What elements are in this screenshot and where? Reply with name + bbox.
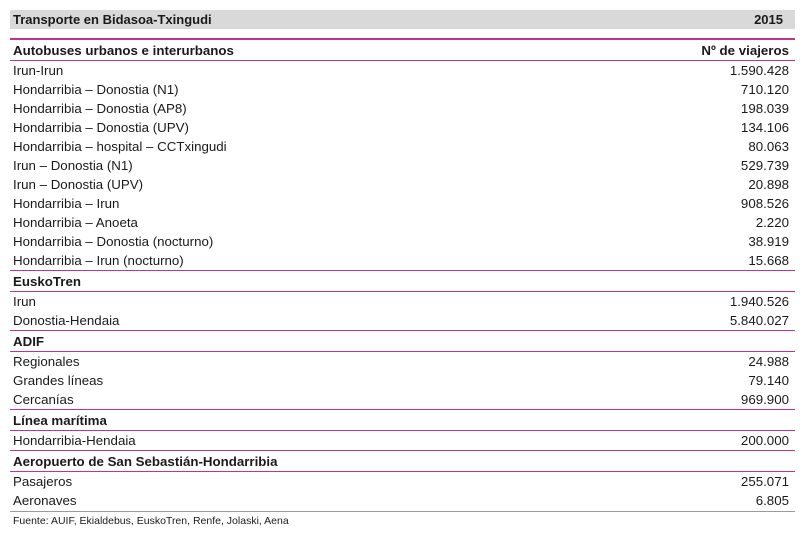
transport-table: Transporte en Bidasoa-Txingudi 2015 Auto…: [10, 10, 795, 527]
section-end-rule: [10, 409, 795, 410]
section-header: Autobuses urbanos e interurbanos Nº de vi…: [10, 40, 795, 60]
row-value: 1.940.526: [729, 294, 789, 309]
row-label: Irun: [13, 294, 36, 309]
row-value: 2.220: [755, 215, 789, 230]
row-value: 15.668: [748, 253, 789, 268]
row-value: 24.988: [748, 354, 789, 369]
row-value: 198.039: [740, 101, 789, 116]
table-row: Hondarribia – Irun 908.526: [10, 194, 795, 213]
table-row: Hondarribia – Irun (nocturno) 15.668: [10, 251, 795, 270]
row-value: 200.000: [740, 433, 789, 448]
row-value: 80.063: [748, 139, 789, 154]
source-note: Fuente: AUIF, Ekialdebus, EuskoTren, Ren…: [13, 515, 289, 527]
footer-rule: [10, 511, 795, 512]
table-row: Cercanías 969.900: [10, 390, 795, 409]
section-rule: [10, 60, 795, 61]
section-end-rule: [10, 450, 795, 451]
table-row: Irun 1.940.526: [10, 292, 795, 311]
table-row: Grandes líneas 79.140: [10, 371, 795, 390]
table-row: Hondarribia-Hendaia 200.000: [10, 431, 795, 450]
row-value: 908.526: [740, 196, 789, 211]
section-name: ADIF: [13, 333, 45, 349]
row-label: Aeronaves: [13, 493, 77, 508]
section-header: EuskoTren: [10, 271, 795, 291]
row-label: Hondarribia – Irun: [13, 196, 120, 211]
section-header: Línea marítima: [10, 410, 795, 430]
table-title: Transporte en Bidasoa-Txingudi: [13, 12, 212, 27]
row-value: 20.898: [748, 177, 789, 192]
table-row: Hondarribia – hospital – CCTxingudi 80.06…: [10, 137, 795, 156]
row-label: Hondarribia – Irun (nocturno): [13, 253, 184, 268]
table-title-bar: Transporte en Bidasoa-Txingudi 2015: [10, 10, 795, 29]
section-rule: [10, 430, 795, 431]
row-value: 529.739: [740, 158, 789, 173]
row-value: 38.919: [748, 234, 789, 249]
row-value: 1.590.428: [729, 63, 789, 78]
section-name: Autobuses urbanos e interurbanos: [13, 42, 234, 58]
section-name: Línea marítima: [13, 412, 107, 428]
row-label: Hondarribia – Donostia (N1): [13, 82, 179, 97]
row-label: Hondarribia – Donostia (UPV): [13, 120, 189, 135]
row-label: Cercanías: [13, 392, 74, 407]
table-row: Irun – Donostia (UPV) 20.898: [10, 175, 795, 194]
row-value: 134.106: [740, 120, 789, 135]
section-end-rule: [10, 330, 795, 331]
section-header: ADIF: [10, 331, 795, 351]
row-label: Hondarribia-Hendaia: [13, 433, 136, 448]
table-row: Donostia-Hendaia 5.840.027: [10, 311, 795, 330]
row-value: 6.805: [755, 493, 789, 508]
row-label: Irun – Donostia (UPV): [13, 177, 144, 192]
table-row: Regionales 24.988: [10, 352, 795, 371]
table-body: Autobuses urbanos e interurbanos Nº de vi…: [10, 40, 795, 510]
row-label: Donostia-Hendaia: [13, 313, 120, 328]
section-rule: [10, 471, 795, 472]
table-row: Hondarribia – Donostia (N1) 710.120: [10, 80, 795, 99]
table-row: Hondarribia – Donostia (AP8) 198.039: [10, 99, 795, 118]
table-row: Pasajeros 255.071: [10, 472, 795, 491]
table-row: Aeronaves 6.805: [10, 491, 795, 510]
row-value: 255.071: [740, 474, 789, 489]
table-row: Irun – Donostia (N1) 529.739: [10, 156, 795, 175]
row-label: Regionales: [13, 354, 80, 369]
section-name: EuskoTren: [13, 273, 81, 289]
row-value: 969.900: [740, 392, 789, 407]
row-label: Hondarribia – Anoeta: [13, 215, 138, 230]
section-header: Aeropuerto de San Sebastián-Hondarribia: [10, 451, 795, 471]
row-label: Hondarribia – Donostia (nocturno): [13, 234, 214, 249]
row-value: 5.840.027: [729, 313, 789, 328]
row-label: Irun – Donostia (N1): [13, 158, 133, 173]
table-row: Hondarribia – Donostia (nocturno) 38.919: [10, 232, 795, 251]
table-year: 2015: [754, 12, 783, 27]
section-rule: [10, 351, 795, 352]
table-row: Hondarribia – Anoeta 2.220: [10, 213, 795, 232]
row-value: 79.140: [748, 373, 789, 388]
row-value: 710.120: [740, 82, 789, 97]
row-label: Hondarribia – Donostia (AP8): [13, 101, 187, 116]
row-label: Hondarribia – hospital – CCTxingudi: [13, 139, 227, 154]
value-column-header: Nº de viajeros: [701, 42, 789, 58]
table-row: Hondarribia – Donostia (UPV) 134.106: [10, 118, 795, 137]
row-label: Irun-Irun: [13, 63, 64, 78]
section-name: Aeropuerto de San Sebastián-Hondarribia: [13, 453, 278, 469]
section-end-rule: [10, 270, 795, 271]
row-label: Grandes líneas: [13, 373, 104, 388]
row-label: Pasajeros: [13, 474, 73, 489]
header-rule: [10, 38, 795, 40]
table-row: Irun-Irun 1.590.428: [10, 61, 795, 80]
section-rule: [10, 291, 795, 292]
